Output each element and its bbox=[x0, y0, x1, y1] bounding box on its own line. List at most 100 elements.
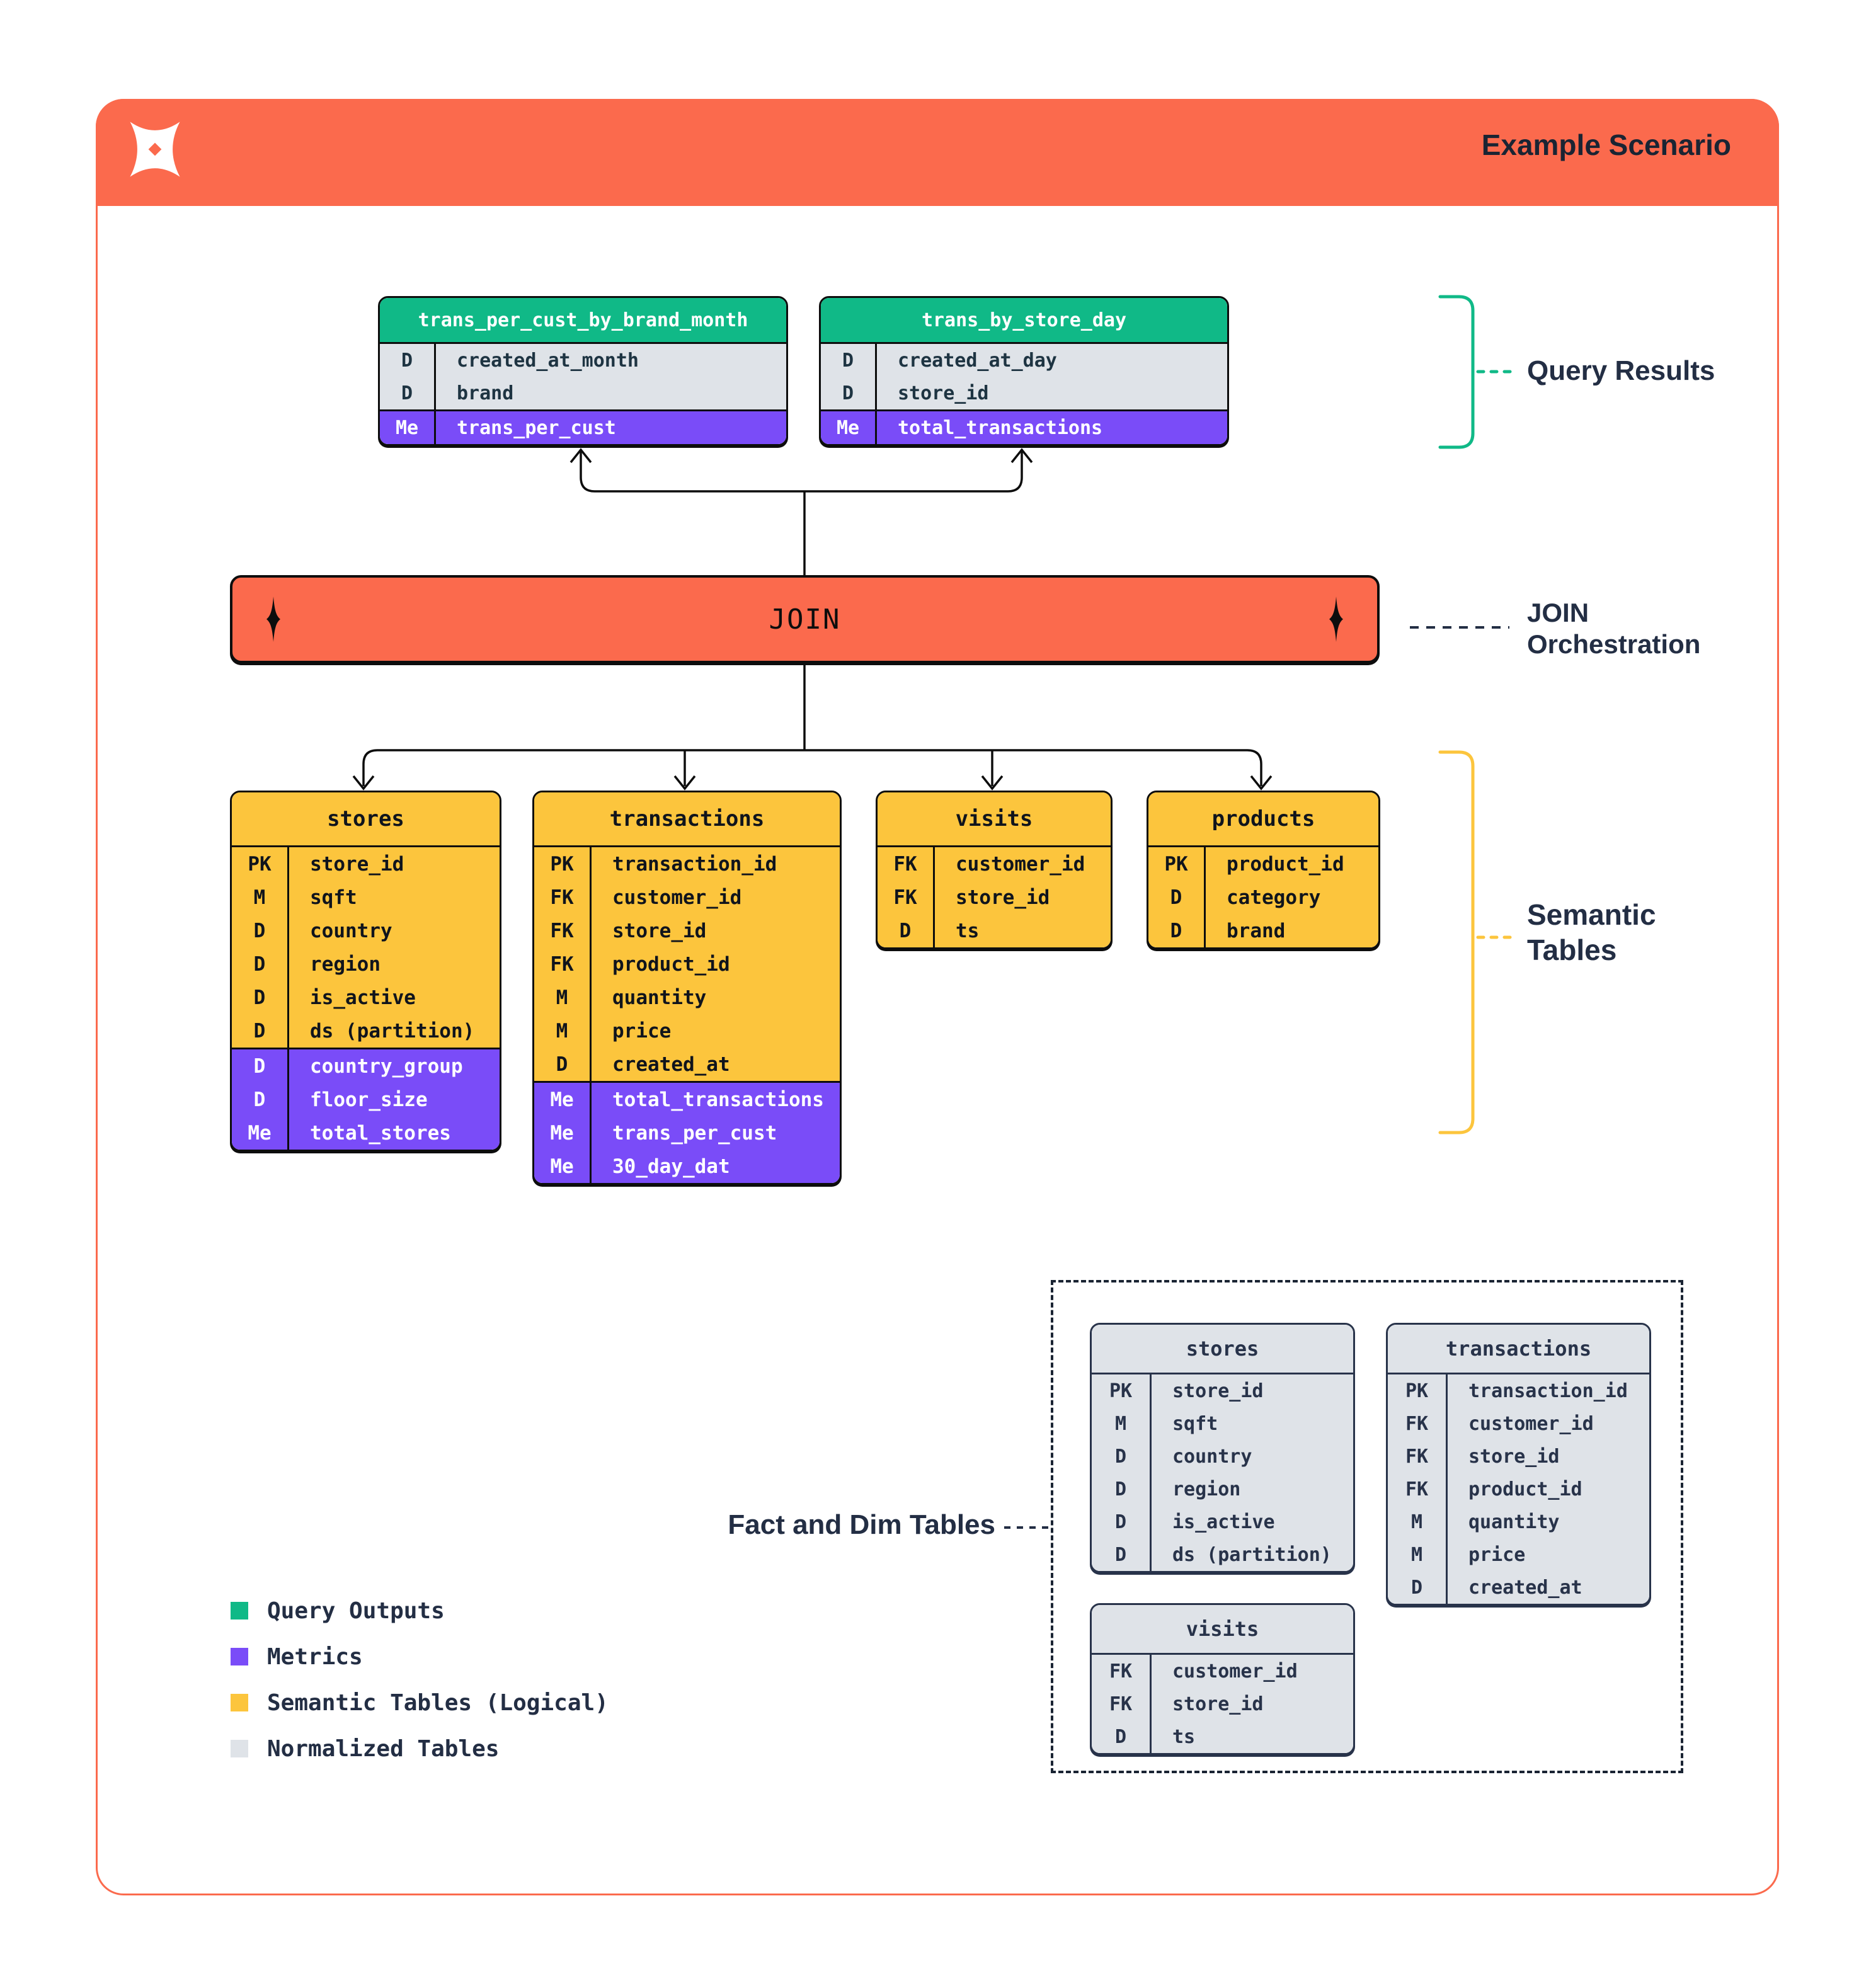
column-name: brand bbox=[457, 382, 514, 404]
column-name: region bbox=[310, 952, 380, 976]
column-key: D bbox=[1114, 1478, 1127, 1500]
column-name: is_active bbox=[310, 986, 416, 1009]
column-name: total_stores bbox=[310, 1121, 451, 1145]
column-key: PK bbox=[1109, 1380, 1133, 1402]
column-key: D bbox=[1114, 1445, 1127, 1468]
column-key: FK bbox=[1405, 1478, 1429, 1500]
column-key: M bbox=[556, 1019, 568, 1043]
legend-item: Semantic Tables (Logical) bbox=[231, 1688, 609, 1717]
column-name: customer_id bbox=[956, 852, 1085, 876]
page-title: Example Scenario bbox=[1481, 129, 1731, 161]
column-name: customer_id bbox=[612, 886, 742, 909]
table-title: trans_by_store_day bbox=[821, 298, 1227, 344]
column-key: D bbox=[253, 1088, 266, 1111]
legend-swatch bbox=[231, 1740, 248, 1757]
column-key: Me bbox=[395, 416, 419, 439]
column-key: FK bbox=[893, 852, 917, 876]
table-title: products bbox=[1148, 792, 1378, 847]
column-key: FK bbox=[1405, 1445, 1429, 1468]
fact-dim-group-box bbox=[1051, 1280, 1683, 1773]
column-name: sqft bbox=[310, 886, 357, 909]
table-row: FK product_id bbox=[534, 947, 840, 981]
column-name: product_id bbox=[612, 952, 730, 976]
column-key: PK bbox=[1405, 1380, 1429, 1402]
column-key: D bbox=[401, 382, 413, 404]
column-name: total_transactions bbox=[898, 416, 1103, 439]
column-name: store_id bbox=[1468, 1445, 1560, 1468]
column-key: D bbox=[1114, 1511, 1127, 1533]
column-name: ds (partition) bbox=[1172, 1543, 1332, 1566]
column-name: store_id bbox=[310, 852, 404, 876]
column-key: D bbox=[1170, 919, 1182, 942]
column-key: Me bbox=[550, 1088, 574, 1111]
column-key: D bbox=[253, 952, 266, 976]
column-key: D bbox=[899, 919, 912, 942]
column-name: ts bbox=[956, 919, 980, 942]
column-key: D bbox=[1114, 1725, 1127, 1748]
column-name: brand bbox=[1227, 919, 1286, 942]
semantic-tables-label: Semantic Tables bbox=[1527, 898, 1656, 966]
column-key: FK bbox=[1109, 1660, 1133, 1682]
column-name: transaction_id bbox=[612, 852, 777, 876]
column-name: created_at_day bbox=[898, 349, 1057, 372]
column-key: D bbox=[842, 349, 854, 372]
table-title: stores bbox=[1092, 1325, 1353, 1374]
column-key: M bbox=[253, 886, 266, 909]
column-key: FK bbox=[550, 919, 574, 942]
column-name: store_id bbox=[898, 382, 989, 404]
join-orchestration-label: JOIN Orchestration bbox=[1527, 598, 1701, 659]
column-key: Me bbox=[550, 1121, 574, 1145]
column-key: D bbox=[253, 919, 266, 942]
legend-swatch bbox=[231, 1694, 248, 1711]
column-name: 30_day_dat bbox=[612, 1155, 730, 1178]
column-name: quantity bbox=[612, 986, 707, 1009]
legend-swatch bbox=[231, 1602, 248, 1620]
table-title: transactions bbox=[1388, 1325, 1649, 1374]
column-key: FK bbox=[1405, 1412, 1429, 1435]
column-name: price bbox=[612, 1019, 672, 1043]
column-name: ds (partition) bbox=[310, 1019, 475, 1043]
column-key: M bbox=[1114, 1412, 1127, 1435]
column-name: sqft bbox=[1172, 1412, 1218, 1435]
column-key: D bbox=[842, 382, 854, 404]
table-row: FK customer_id bbox=[1092, 1655, 1353, 1688]
column-name: customer_id bbox=[1172, 1660, 1298, 1682]
legend-item: Query Outputs bbox=[231, 1596, 609, 1625]
column-key: PK bbox=[1164, 852, 1188, 876]
column-key: D bbox=[1170, 886, 1182, 909]
column-key: D bbox=[253, 986, 266, 1009]
column-key: FK bbox=[550, 952, 574, 976]
join-bar: JOIN bbox=[230, 575, 1380, 663]
